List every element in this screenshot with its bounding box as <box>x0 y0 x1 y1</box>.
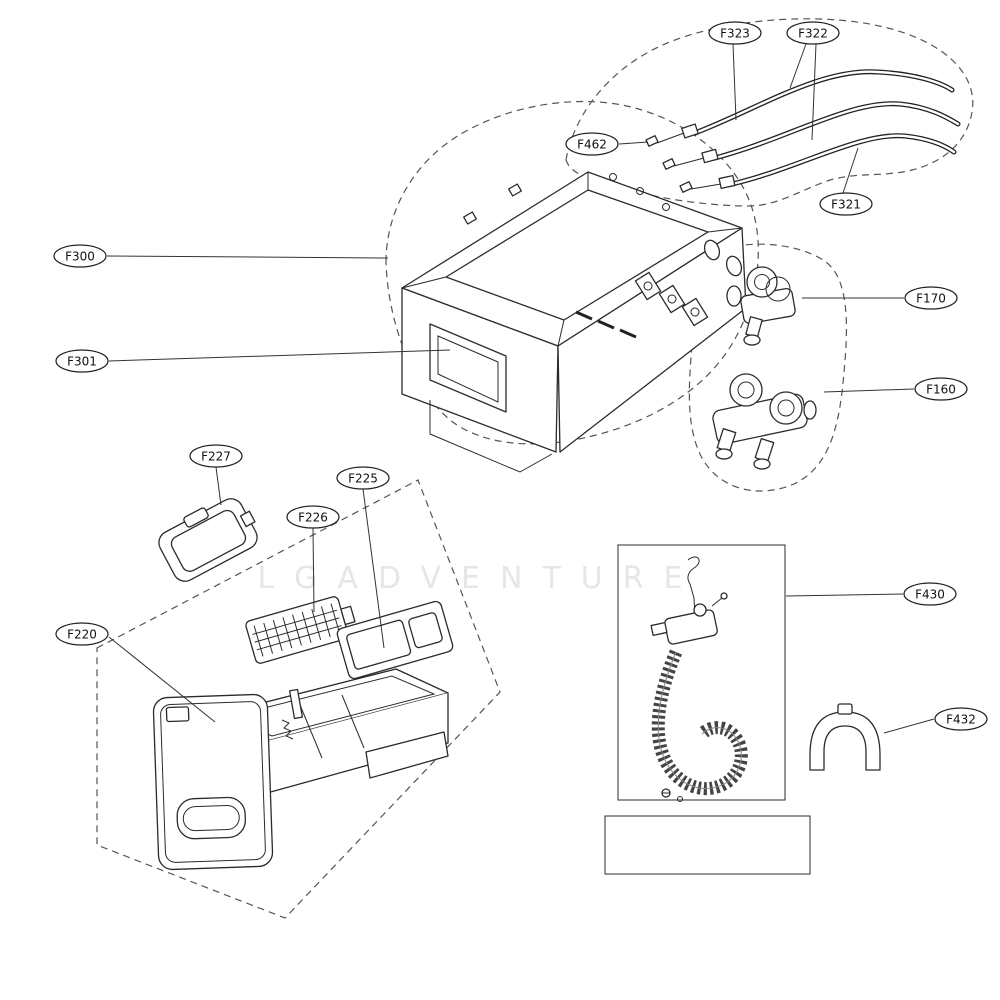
leader-lines <box>106 43 935 734</box>
part-drawer-assembly <box>152 668 449 871</box>
part-hose-clamp <box>809 703 881 771</box>
empty-box <box>604 815 811 875</box>
callout-label: F321 <box>831 198 861 212</box>
callout-label: F430 <box>915 588 945 602</box>
callout-label: F323 <box>720 27 750 41</box>
callout-label: F300 <box>65 250 95 264</box>
part-inlet-valve-single <box>726 266 796 346</box>
callout-label: F225 <box>348 472 378 486</box>
callout-f432[interactable]: F432 <box>934 707 988 731</box>
callout-label: F301 <box>67 355 97 369</box>
watermark-text: LGADVENTURE <box>257 561 702 596</box>
callout-f301[interactable]: F301 <box>55 349 109 373</box>
callout-label: F432 <box>946 713 976 727</box>
leader-f323 <box>732 43 737 121</box>
callout-f462[interactable]: F462 <box>565 132 619 156</box>
leader-f226 <box>312 527 315 613</box>
callout-label: F160 <box>926 383 956 397</box>
callout-label: F226 <box>298 511 328 525</box>
leader-f301 <box>108 349 451 362</box>
part-inlet-hoses <box>681 69 961 189</box>
part-inlet-valve-double <box>712 373 817 470</box>
part-drain-hose-box <box>617 544 786 802</box>
dashed-outline-drawer-group <box>96 479 501 919</box>
callout-f227[interactable]: F227 <box>189 444 243 468</box>
leader-f432 <box>883 718 935 734</box>
leader-f225 <box>362 488 385 649</box>
part-dispenser-cup <box>158 498 258 582</box>
callout-f225[interactable]: F225 <box>336 466 390 490</box>
callout-label: F322 <box>798 27 828 41</box>
part-insert-grid <box>245 596 356 664</box>
callout-f226[interactable]: F226 <box>286 505 340 529</box>
leader-f322 <box>789 43 817 141</box>
leader-f227 <box>215 466 222 506</box>
leader-f160 <box>823 388 915 393</box>
leader-f321 <box>842 147 859 194</box>
callout-f300[interactable]: F300 <box>53 244 107 268</box>
part-insert-tray <box>336 600 454 680</box>
part-housing-assembly <box>401 171 747 473</box>
callout-f323[interactable]: F323 <box>708 21 762 45</box>
callout-label: F220 <box>67 628 97 642</box>
dashed-outline-hoses <box>565 18 974 207</box>
callout-label: F462 <box>577 138 607 152</box>
leader-f430 <box>785 593 904 597</box>
callout-f430[interactable]: F430 <box>903 582 957 606</box>
leader-f300 <box>106 255 389 259</box>
callout-label: F227 <box>201 450 231 464</box>
leader-f220 <box>108 636 216 723</box>
callout-f160[interactable]: F160 <box>914 377 968 401</box>
callout-label: F170 <box>916 292 946 306</box>
leader-f462 <box>618 141 649 145</box>
part-hose-clips <box>645 132 722 193</box>
callout-f322[interactable]: F322 <box>786 21 840 45</box>
callout-f170[interactable]: F170 <box>904 286 958 310</box>
callout-f321[interactable]: F321 <box>819 192 873 216</box>
callout-f220[interactable]: F220 <box>55 622 109 646</box>
